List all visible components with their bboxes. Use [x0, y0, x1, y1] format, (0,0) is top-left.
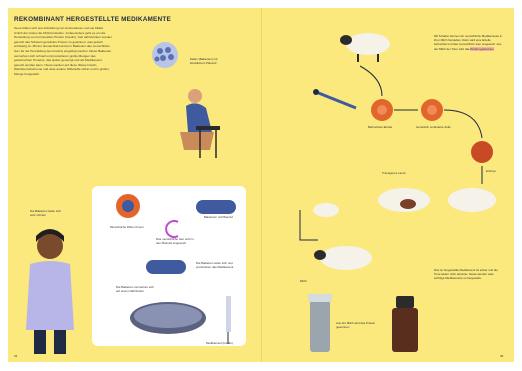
- caption-cells: Zellen (Bakterien) mit künstlichem Plasm…: [190, 57, 218, 65]
- caption-product: Aus der Milch wird das Protein gewonnen: [336, 321, 376, 329]
- caption-bacterium: Bakterium mit Plasmid: [204, 215, 233, 219]
- milk-bottle-icon: [308, 294, 332, 352]
- section-heading: REKOMBINANT HERGESTELLTE MEDIKAMENTE: [14, 16, 171, 23]
- egg-cell-icon: [371, 99, 493, 163]
- caption-child: Die Bakterien teilen sich sehr schnell: [30, 209, 62, 217]
- caption-dna-inject: Genetisch veränderte Zelle: [416, 125, 451, 129]
- pipette-icon: [313, 89, 357, 110]
- cell-cluster-icon: [152, 42, 178, 68]
- highlight-text: Protein gewonnen: [470, 46, 494, 51]
- caption-milk: Milch: [300, 279, 307, 283]
- caption-multiply: Die Bakterien teilen sich und produziere…: [196, 261, 234, 269]
- caption-embryo: Embryo: [486, 169, 496, 173]
- page-spine: [261, 8, 262, 362]
- caption-lamb: Transgenes Lamm: [382, 171, 406, 175]
- process-arrows: [299, 65, 483, 241]
- caption-petri: Die Bakterien vermehren sich auf einem N…: [116, 285, 154, 293]
- sheep-group-icon: [313, 188, 496, 270]
- plasmid-icon: [165, 220, 179, 238]
- caption-egg: Befruchtete Eizelle: [368, 125, 393, 129]
- caption-syringe: Medikament (Insulin): [206, 341, 233, 345]
- body-text: Gene bilden sich aus Anhäufung von Amino…: [14, 26, 112, 76]
- page-number-right: 35: [500, 354, 504, 358]
- caption-plasmid: Das menschliche Gen wird in den Plasmid …: [156, 237, 194, 245]
- caption-dna-cut: Menschliche DNA mit Gen: [110, 225, 144, 229]
- researcher-icon: [180, 89, 220, 158]
- syringe-icon: [226, 296, 231, 344]
- page-number-left: 34: [14, 354, 18, 358]
- child-icon: [26, 229, 74, 354]
- right-text-bottom: Das so hergestellte Medikament ist siche…: [434, 268, 498, 281]
- right-text-top: Mit Schafen können wir menschliche Medik…: [434, 34, 503, 51]
- petri-dish-icon: [130, 302, 206, 334]
- sheep-icon: [340, 33, 390, 62]
- bacterium-cell-icon: [116, 194, 236, 274]
- medicine-bottle-icon: [392, 296, 418, 352]
